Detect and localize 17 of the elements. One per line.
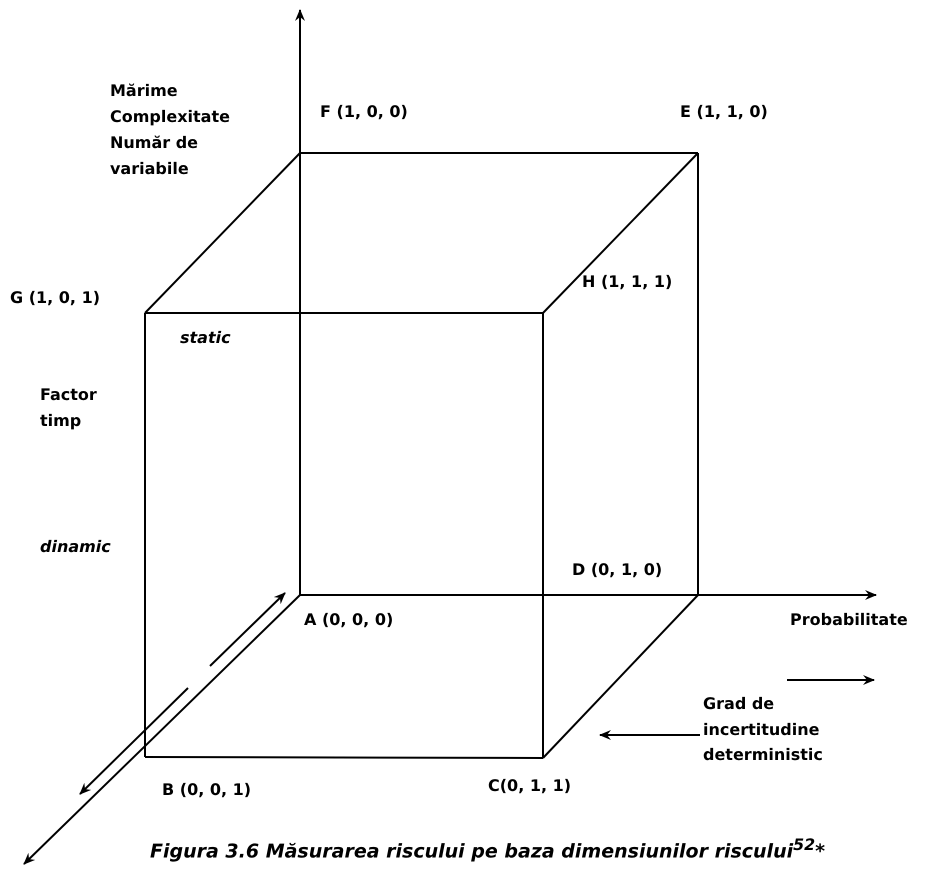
vertex-label: G (1, 0, 1) bbox=[10, 287, 100, 309]
vertex-label: F (1, 0, 0) bbox=[320, 101, 408, 123]
vertex-label: D (0, 1, 0) bbox=[572, 559, 662, 581]
axis-label: Factor timp bbox=[40, 384, 98, 432]
axis-value-label: deterministic bbox=[703, 744, 823, 766]
axis-value-label: dinamic bbox=[40, 536, 111, 558]
axis-label: Complexitate bbox=[110, 106, 230, 128]
vertex-label: H (1, 1, 1) bbox=[582, 271, 672, 293]
vertex-label: A (0, 0, 0) bbox=[304, 609, 394, 631]
vertex-label: C(0, 1, 1) bbox=[488, 775, 572, 797]
axis-label: Mărime bbox=[110, 80, 178, 102]
axis-label: Probabilitate bbox=[790, 609, 908, 631]
axis-value-label: static bbox=[180, 327, 231, 349]
vertex-label: B (0, 0, 1) bbox=[162, 779, 252, 801]
axis-label: Număr de variabile bbox=[110, 132, 200, 180]
figure-caption: Figura 3.6 Măsurarea riscului pe baza dimensiunilor riscului$^{52}$* bbox=[150, 834, 826, 864]
vertex-label: E (1, 1, 0) bbox=[680, 101, 768, 123]
